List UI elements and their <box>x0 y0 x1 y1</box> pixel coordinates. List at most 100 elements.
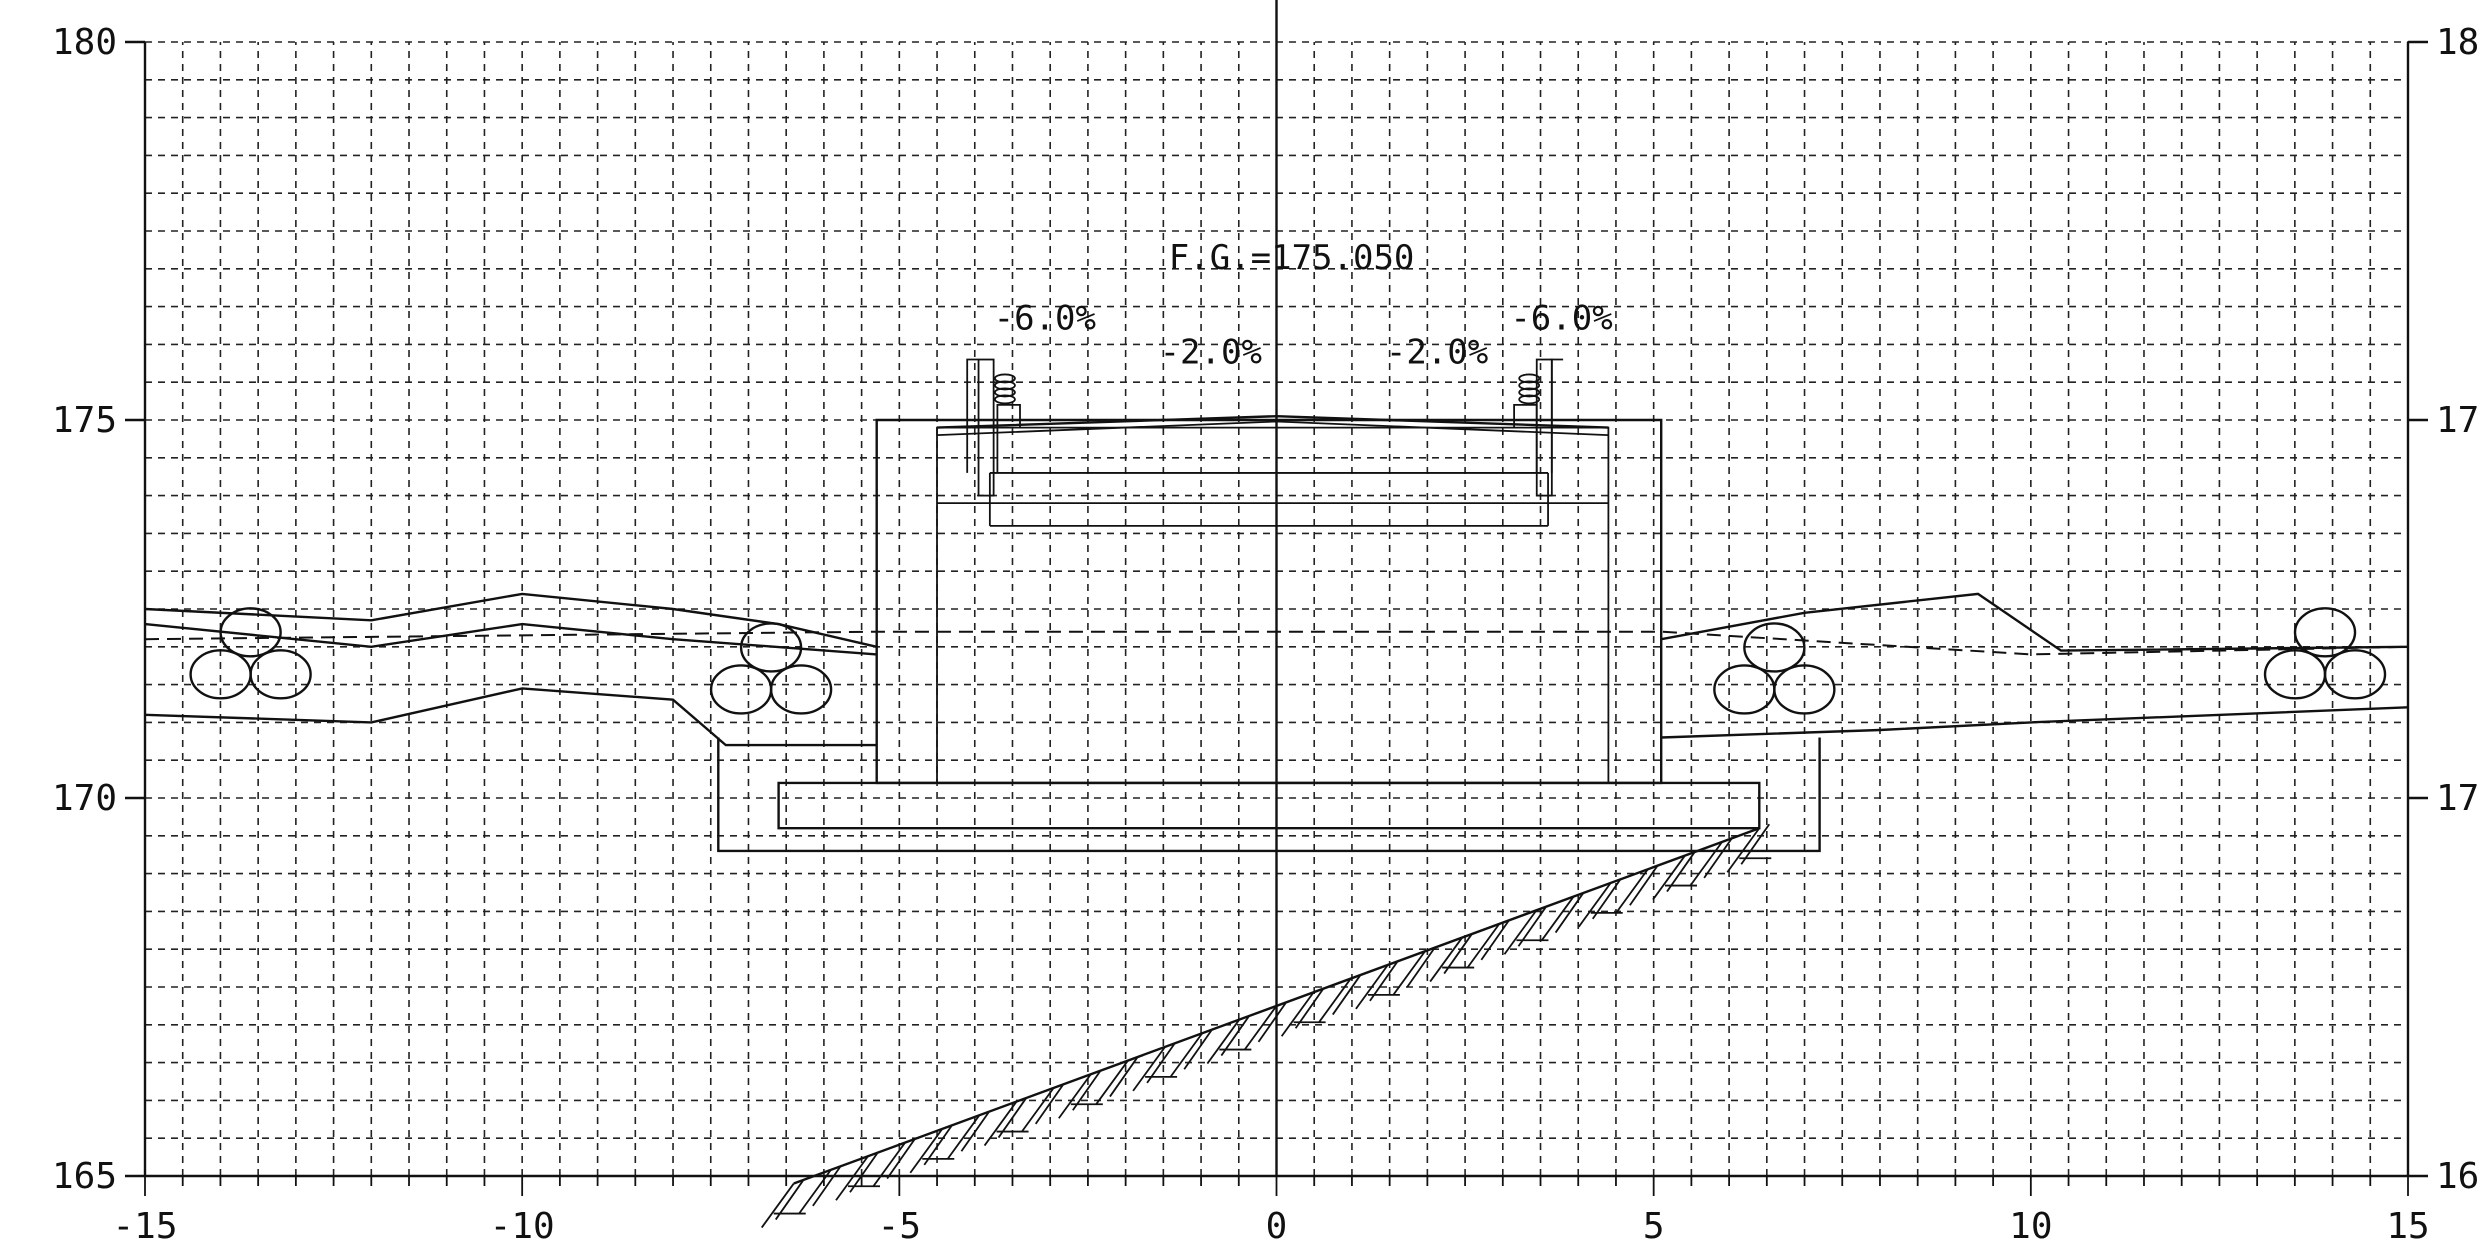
cable-circle <box>1713 664 1776 715</box>
hatch-stroke <box>1109 1056 1139 1098</box>
cable-circle <box>769 664 833 715</box>
hatch-stroke <box>1020 1087 1055 1133</box>
cable-circle <box>1743 622 1806 673</box>
y-tick-label-left: 175 <box>52 400 117 441</box>
slope-label-right-inner: -2.0% <box>1386 332 1488 372</box>
reflector <box>994 387 1016 398</box>
ground-line <box>144 687 877 747</box>
hatch-stroke <box>1726 827 1761 873</box>
hatch-stroke <box>886 1138 916 1180</box>
reflector <box>994 373 1016 384</box>
cable-circle <box>219 607 282 658</box>
finished-grade-label: F.G.=175.050 <box>1169 238 1415 278</box>
hatch-stroke <box>1577 882 1612 928</box>
hatch-stroke <box>1615 868 1649 914</box>
road-surface <box>936 414 1609 429</box>
x-tick-label: 0 <box>1266 1206 1288 1247</box>
road-surface-base <box>936 420 1609 436</box>
reflector <box>994 394 1016 405</box>
guard-rail <box>966 358 979 473</box>
hatch-stroke <box>1280 991 1315 1037</box>
hatch-stroke <box>1257 1001 1288 1043</box>
hatch-stroke <box>1689 841 1723 887</box>
y-tick-label-right: 17 <box>2436 778 2479 819</box>
hatch-stroke <box>983 1101 1018 1147</box>
x-tick-label: 15 <box>2386 1206 2429 1247</box>
hatch-stroke <box>1206 1019 1241 1065</box>
curb-left <box>996 403 1021 473</box>
hatch-stroke <box>760 1183 795 1229</box>
x-tick-label: 5 <box>1643 1206 1665 1247</box>
cable-circle <box>739 622 803 673</box>
x-tick-label: -10 <box>490 1206 555 1247</box>
hatch-stroke <box>1095 1060 1129 1106</box>
hatch-stroke <box>1629 864 1659 906</box>
y-tick-label-left: 180 <box>52 22 117 63</box>
dashed-water-line <box>144 630 2409 656</box>
y-tick-label-right: 18 <box>2436 22 2479 63</box>
hatch-stroke <box>1554 892 1585 934</box>
ground-line <box>144 622 877 656</box>
structures <box>717 358 1821 853</box>
hatch-stroke <box>909 1128 944 1174</box>
annotations: F.G.=175.050 -6.0% -2.0% -2.0% -6.0% <box>994 238 1613 373</box>
y-tick-label-right: 17 <box>2436 400 2479 441</box>
hatch-stroke <box>1392 950 1426 996</box>
hatch-stroke <box>1058 1073 1092 1119</box>
rock-hatching <box>760 823 1772 1229</box>
hatch-stroke <box>812 1165 842 1207</box>
frame <box>125 0 2428 1196</box>
hatch-stroke <box>1406 946 1436 988</box>
hatch-stroke <box>1652 855 1686 901</box>
cable-circle <box>709 664 773 715</box>
footing-slab <box>777 781 1761 830</box>
x-tick-label: 10 <box>2009 1206 2052 1247</box>
slope-label-left-inner: -2.0% <box>1160 332 1262 372</box>
cable-circle <box>2323 649 2387 700</box>
axis-labels: -15 -10 -5 0 5 10 15 165 16 170 17 175 17 180 18 <box>52 22 2479 1247</box>
x-tick-label: -5 <box>878 1206 921 1247</box>
box-culvert-inner <box>936 426 1610 784</box>
cable-circle <box>2293 607 2357 658</box>
x-tick-label: -15 <box>112 1206 177 1247</box>
reflector <box>1518 387 1541 398</box>
ground-line <box>144 592 877 648</box>
excavation-line <box>717 737 1821 853</box>
hatch-stroke <box>1703 837 1733 879</box>
hatch-stroke <box>872 1142 906 1188</box>
reflector <box>1518 373 1541 384</box>
guard-rail <box>1550 358 1564 473</box>
hatch-stroke <box>1466 923 1501 969</box>
hatch-stroke <box>1169 1032 1203 1078</box>
hatch-stroke <box>1355 964 1389 1010</box>
hatch-stroke <box>946 1114 981 1160</box>
reflector <box>1518 394 1541 405</box>
hatch-stroke <box>1540 896 1575 942</box>
hatch-stroke <box>798 1169 832 1215</box>
slope-label-right-outer: -6.0% <box>1510 298 1612 338</box>
curb-right <box>1513 403 1538 473</box>
hatch-stroke <box>960 1110 991 1152</box>
cable-circle <box>249 649 312 700</box>
guard-post <box>977 358 995 497</box>
hatch-stroke <box>1429 937 1463 983</box>
reflector <box>994 380 1016 391</box>
cable-circle <box>1773 664 1836 715</box>
hatch-stroke <box>1332 974 1362 1016</box>
hatch-stroke <box>1034 1083 1065 1125</box>
ground-line <box>1661 706 2409 739</box>
hatch-stroke <box>1318 978 1352 1024</box>
hatch-stroke <box>1243 1005 1278 1051</box>
y-tick-label-right: 16 <box>2436 1156 2479 1197</box>
hatch-stroke <box>835 1155 869 1201</box>
hatch-stroke <box>1132 1046 1166 1092</box>
ground-line <box>1660 592 2409 652</box>
hatch-stroke <box>1183 1028 1213 1070</box>
reflector <box>1518 380 1541 391</box>
slope-label-left-outer: -6.0% <box>994 298 1096 338</box>
hatch-stroke <box>1503 909 1538 955</box>
y-tick-label-left: 170 <box>52 778 117 819</box>
y-tick-label-left: 165 <box>52 1156 117 1197</box>
ground-lines <box>144 592 2409 747</box>
